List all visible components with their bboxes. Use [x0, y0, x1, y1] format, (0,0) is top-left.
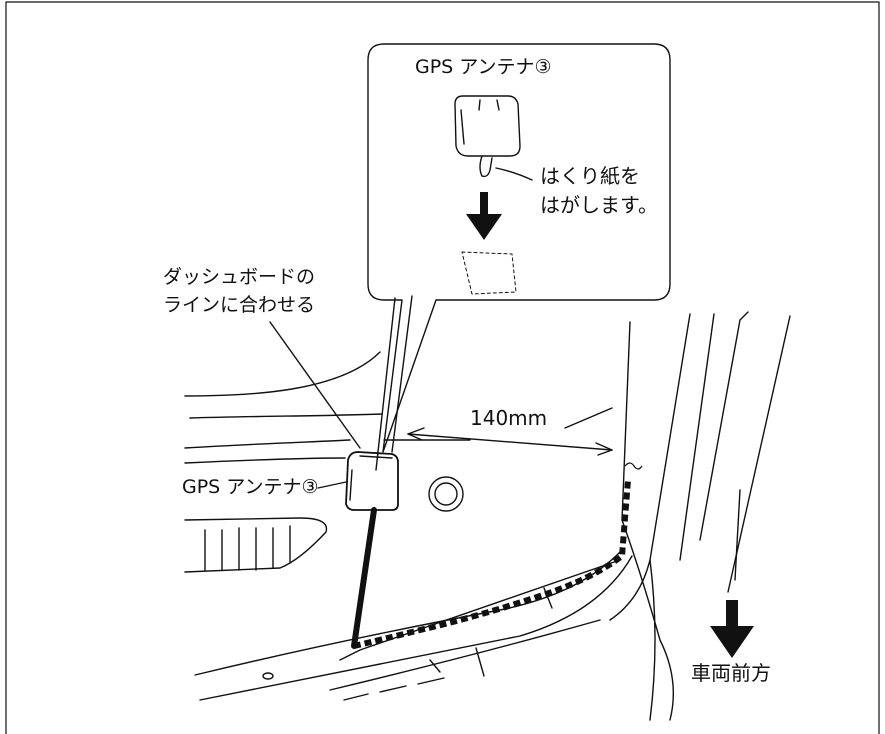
align-leader — [269, 321, 361, 449]
align-label-line2: ラインに合わせる — [163, 294, 316, 316]
antenna-leader — [317, 481, 347, 489]
right-pillar-5 — [727, 315, 791, 593]
callout-bubble — [367, 43, 671, 453]
dashboard-sweep — [184, 351, 381, 397]
antenna-label: GPS アンテナ③ — [182, 476, 319, 498]
callout-antenna — [454, 95, 521, 157]
cable-solid — [351, 507, 377, 649]
round-sensor — [428, 476, 464, 512]
peel-leader — [495, 167, 533, 181]
dashboard-upper-line — [189, 413, 383, 419]
distance-label: 140mm — [470, 406, 548, 430]
right-pillar-1 — [621, 321, 631, 521]
align-label-line1: ダッシュボードの — [163, 266, 316, 288]
vehicle-front-label: 車両前方 — [691, 661, 771, 685]
right-edge-curve — [621, 519, 674, 721]
right-pillar-3 — [679, 313, 715, 561]
dashboard-line-2 — [184, 439, 351, 449]
dashboard-line-3 — [184, 457, 346, 464]
right-pillar-2 — [609, 313, 691, 621]
outer-frame — [5, 1, 880, 734]
air-vent — [184, 517, 328, 573]
peel-note-line2: はがします。 — [540, 193, 658, 217]
callout-title: GPS アンテナ③ — [415, 56, 552, 78]
pillar-edge-2 — [391, 295, 413, 453]
right-pillar-4 — [699, 311, 749, 541]
peel-note-line1: はくり紙を — [540, 164, 640, 188]
pillar-edge-1 — [375, 297, 396, 471]
peel-tab — [479, 155, 493, 178]
cable-dashed-route — [353, 479, 631, 649]
target-outline — [461, 251, 517, 295]
dimension-line — [407, 433, 613, 451]
vehicle-front-arrow — [710, 600, 754, 658]
dash-antenna — [345, 451, 399, 511]
down-arrow-callout — [466, 192, 502, 240]
